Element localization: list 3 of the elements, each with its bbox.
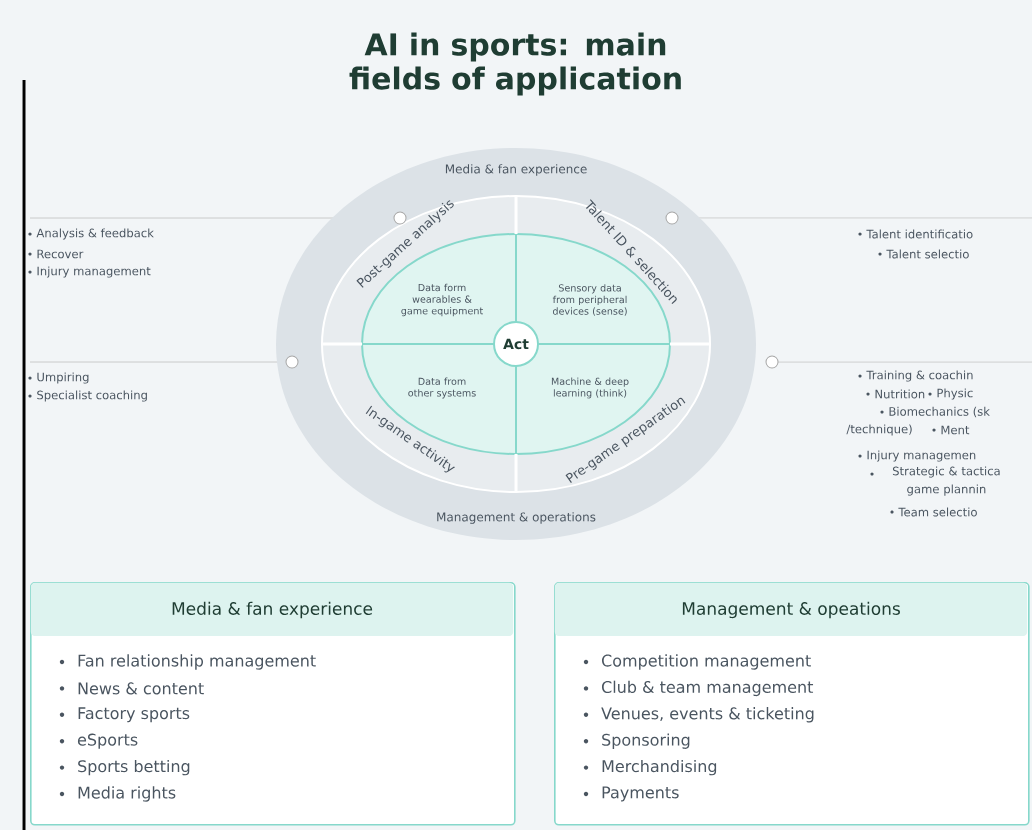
category-card: Media & fan experience Fan relationship management News & content Factory sports eSports Sports betting Media rights: [30, 582, 516, 826]
title: AI in sports: main fields of application: [349, 32, 681, 96]
category-card: Management & opeations Competition management Club & team management Venues, events & ticketing Sponsoring Merchandising Payments: [554, 582, 1030, 826]
